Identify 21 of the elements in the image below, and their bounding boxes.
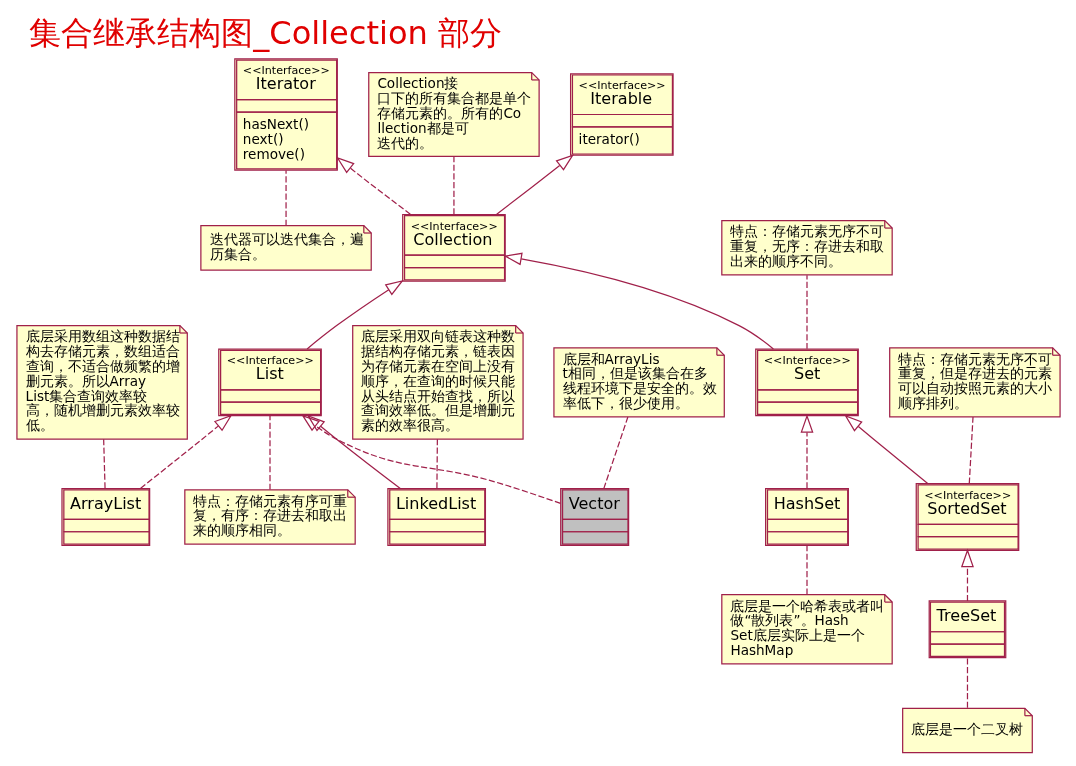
connector xyxy=(602,416,628,489)
arrow xyxy=(495,154,574,215)
connector xyxy=(966,657,968,709)
arrow xyxy=(306,279,404,350)
connector xyxy=(805,545,808,596)
diagram-title: 集合继承结构图_Collection 部分 xyxy=(28,13,502,52)
connector xyxy=(805,274,808,350)
arrow xyxy=(502,252,774,350)
arrow xyxy=(306,414,401,490)
arrow xyxy=(843,414,928,484)
connector xyxy=(968,416,974,484)
connector xyxy=(452,156,455,215)
arrow xyxy=(960,548,974,602)
connector xyxy=(284,169,287,227)
arrow xyxy=(335,156,411,215)
connector xyxy=(102,438,106,489)
arrow xyxy=(139,414,232,489)
connector xyxy=(435,438,438,489)
connector xyxy=(268,415,271,491)
arrow xyxy=(300,414,561,505)
arrow xyxy=(800,414,813,489)
